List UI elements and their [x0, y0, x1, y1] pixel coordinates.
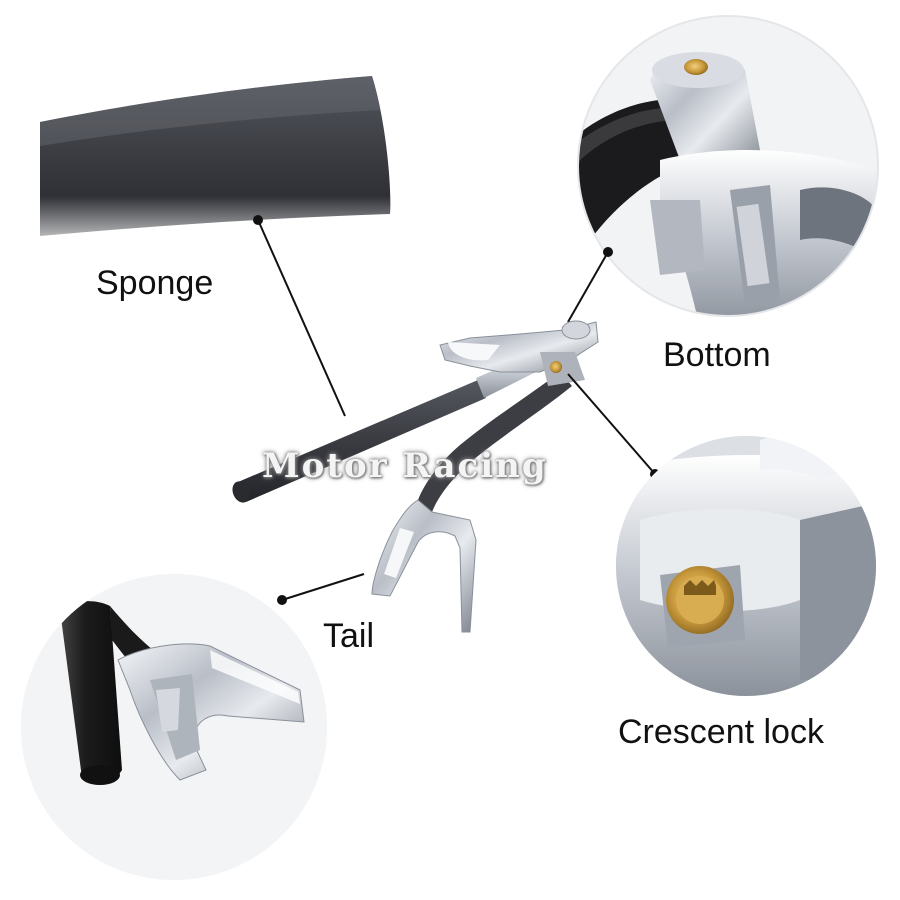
lock-leader-line — [567, 373, 656, 475]
watermark-text: Motor Racing — [262, 446, 548, 486]
label-tail: Tail — [323, 617, 375, 655]
label-bottom: Bottom — [663, 336, 771, 374]
sponge-leader-dot — [253, 215, 263, 225]
tail-leader-line — [281, 573, 365, 601]
label-crescent-lock: Crescent lock — [618, 713, 824, 751]
steering-wheel-lock — [232, 320, 599, 633]
bottom-leader-dot — [603, 247, 613, 257]
crescent-lock-closeup — [616, 436, 876, 696]
label-sponge: Sponge — [96, 264, 214, 302]
tail-leader-dot — [277, 595, 287, 605]
sponge-leader-line — [257, 219, 346, 417]
bottom-leader-line — [567, 251, 609, 323]
sponge-closeup — [30, 76, 400, 256]
tail-closeup — [21, 574, 327, 880]
bottom-closeup — [577, 15, 879, 317]
